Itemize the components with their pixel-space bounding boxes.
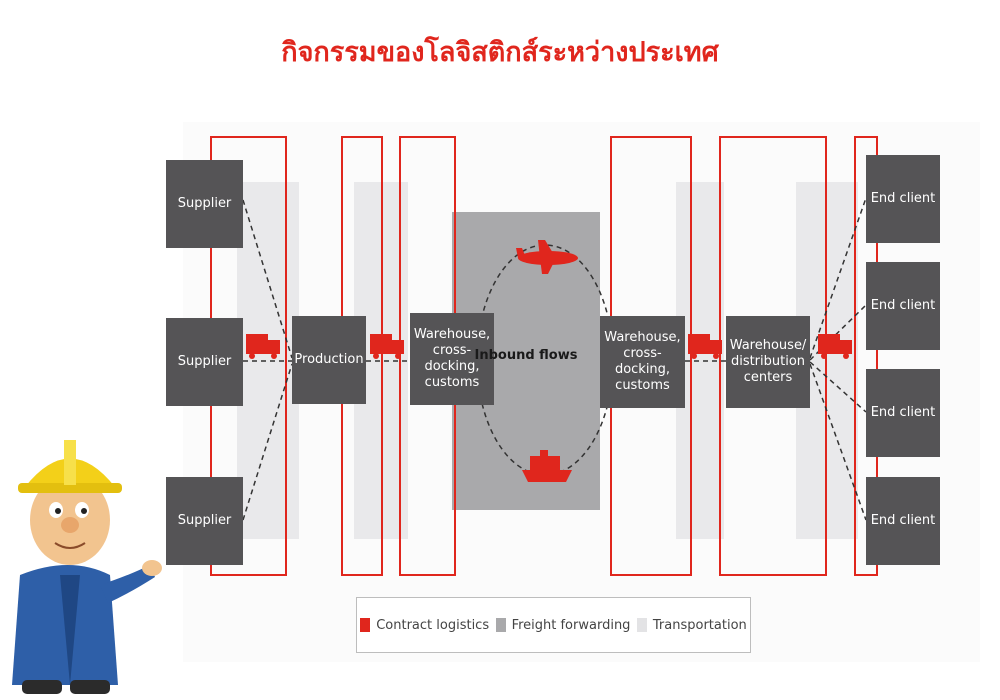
legend-swatch-dark-gray [495,618,506,632]
production-box: Production [292,316,366,404]
end-client-box: End client [866,262,940,350]
supplier-box: Supplier [166,318,243,406]
warehouse-right-box: Warehouse, cross-docking, customs [600,316,685,408]
distribution-center-box: Warehouse/ distribution centers [726,316,810,408]
truck-icon [688,334,722,359]
legend-label: Contract logistics [376,617,490,633]
legend-label: Freight forwarding [511,617,631,633]
supplier-box: Supplier [166,160,243,248]
end-client-box: End client [866,477,940,565]
engineer-mascot [12,440,162,694]
truck-icon [370,334,404,359]
inbound-flows-label: Inbound flows [474,348,578,363]
legend-item-freight-forwarding: Freight forwarding [495,617,631,633]
airplane-icon [516,240,578,274]
legend-item-contract-logistics: Contract logistics [360,618,489,633]
legend-label: Transportation [652,617,747,633]
truck-icon [246,334,280,359]
end-client-box: End client [866,155,940,243]
warehouse-left-box: Warehouse, cross-docking, customs [410,313,494,405]
legend-item-transportation: Transportation [636,617,747,633]
legend-swatch-red [360,618,371,632]
ship-icon [522,450,572,482]
legend: Contract logistics Freight forwarding Tr… [356,597,751,653]
diagram-title: กิจกรรมของโลจิสติกส์ระหว่างประเทศ [281,37,719,68]
supplier-box: Supplier [166,477,243,565]
legend-swatch-light-gray [636,618,647,632]
end-client-box: End client [866,369,940,457]
truck-icon [818,334,852,359]
